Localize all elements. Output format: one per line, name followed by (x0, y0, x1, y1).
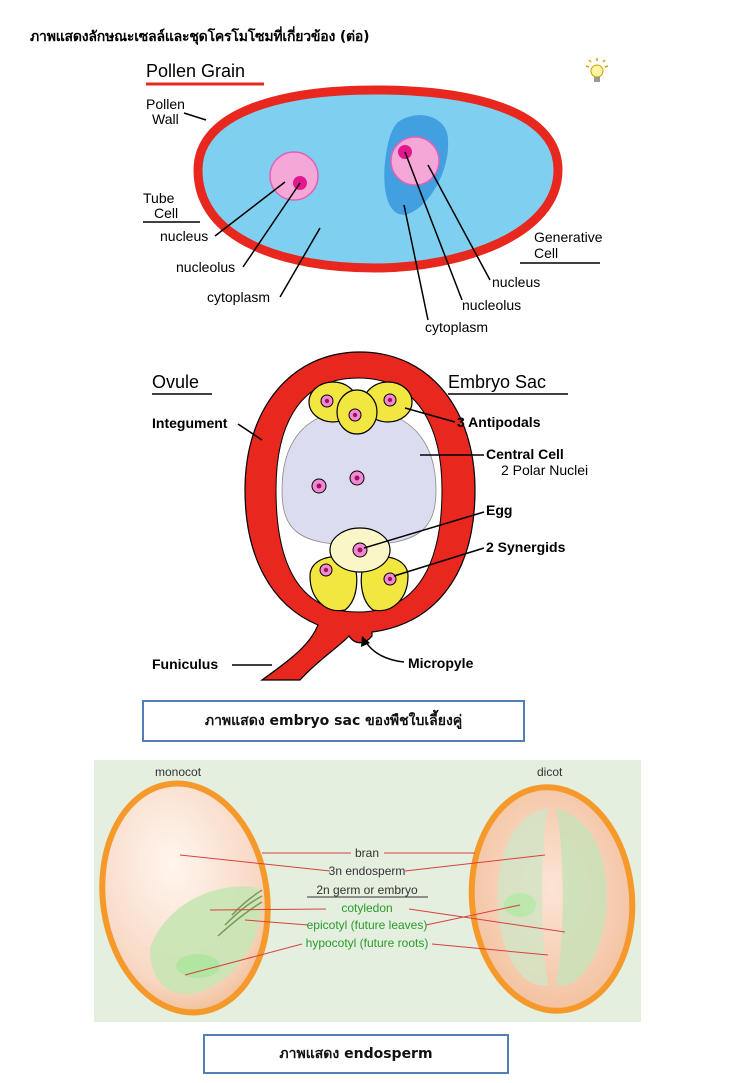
label-monocot: monocot (155, 765, 202, 779)
lightbulb-icon (585, 58, 609, 82)
caption-embryo-sac: ภาพแสดง embryo sac ของพืชใบเลี้ยงคู่ (142, 700, 525, 742)
caption-endosperm-text: ภาพแสดง endosperm (279, 1046, 433, 1062)
endosperm-diagram: monocot dicot bran 3n endosperm 2n germ … (94, 760, 641, 1022)
label-central-cell: Central Cell (486, 446, 564, 462)
label-nucleus-left: nucleus (160, 228, 208, 244)
label-nucleus-right: nucleus (492, 274, 540, 290)
pollen-grain-diagram: Pollen Grain Pollen Wall Tube Cell nucle… (143, 58, 609, 335)
pollen-wall (193, 85, 563, 273)
label-tube-cell-2: Cell (154, 205, 178, 221)
label-nucleolus-left: nucleolus (176, 259, 235, 275)
label-antipodals: 3 Antipodals (457, 414, 541, 430)
page-title: ภาพแสดงลักษณะเซลล์และชุดโครโมโซมที่เกี่ย… (30, 29, 370, 45)
label-tube-cell-1: Tube (143, 190, 175, 206)
ovule-diagram: Ovule Embryo Sac (152, 351, 588, 681)
label-epicotyl: epicotyl (future leaves) (307, 918, 428, 932)
label-cytoplasm-right: cytoplasm (425, 319, 488, 335)
label-generative-cell-2: Cell (534, 245, 558, 261)
dicot-cotyledon-right (556, 808, 607, 986)
label-egg: Egg (486, 502, 512, 518)
label-pollen-wall-1: Pollen (146, 96, 185, 112)
label-dicot: dicot (537, 765, 563, 779)
label-polar-nuclei: 2 Polar Nuclei (501, 462, 588, 478)
label-funiculus: Funiculus (152, 656, 218, 672)
label-bran: bran (355, 846, 379, 860)
label-generative-cell-1: Generative (534, 229, 603, 245)
polar-nuclei (311, 470, 365, 494)
tube-nucleus (269, 151, 319, 201)
label-synergids: 2 Synergids (486, 539, 566, 555)
label-integument: Integument (152, 415, 228, 431)
caption-embryo-sac-text: ภาพแสดง embryo sac ของพืชใบเลี้ยงคู่ (204, 713, 463, 729)
leader-lines (179, 852, 566, 976)
antipodal-cells (308, 381, 413, 435)
label-hypocotyl: hypocotyl (future roots) (306, 936, 429, 950)
label-cytoplasm-left: cytoplasm (207, 289, 270, 305)
label-cotyledon: cotyledon (341, 901, 392, 915)
label-3n-endosperm: 3n endosperm (329, 864, 406, 878)
label-nucleolus-right: nucleolus (462, 297, 521, 313)
caption-endosperm: ภาพแสดง endosperm (203, 1034, 509, 1074)
label-micropyle: Micropyle (408, 655, 474, 671)
label-2n-germ: 2n germ or embryo (316, 883, 418, 897)
embryo-sac-title: Embryo Sac (448, 372, 546, 392)
label-pollen-wall-2: Wall (152, 111, 179, 127)
ovule-title: Ovule (152, 372, 199, 392)
pollen-grain-title: Pollen Grain (146, 61, 245, 81)
